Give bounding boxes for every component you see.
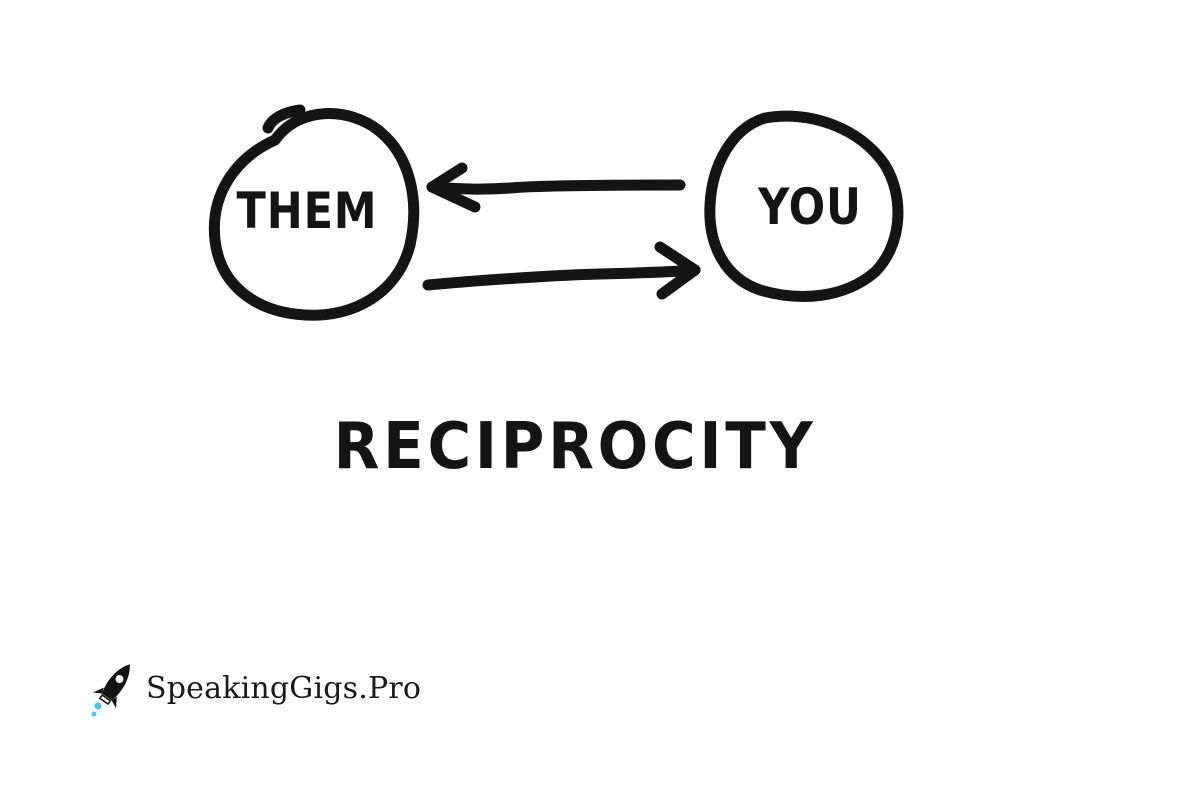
arrow-to-them	[426, 179, 686, 195]
you-node-label: YOU	[758, 178, 862, 236]
them-node-label: THEM	[236, 182, 378, 240]
arrow-to-you	[422, 264, 701, 291]
brand-logo: SpeakingGigs.Pro	[88, 658, 421, 718]
brand-name: SpeakingGigs.Pro	[146, 670, 422, 706]
them-node-circle	[208, 104, 420, 321]
diagram-title: RECIPROCITY	[333, 410, 817, 484]
you-node-circle	[704, 110, 904, 302]
arrow-to-them-head	[426, 162, 481, 213]
rocket-icon	[91, 664, 130, 717]
arrow-to-you-head	[654, 241, 701, 300]
